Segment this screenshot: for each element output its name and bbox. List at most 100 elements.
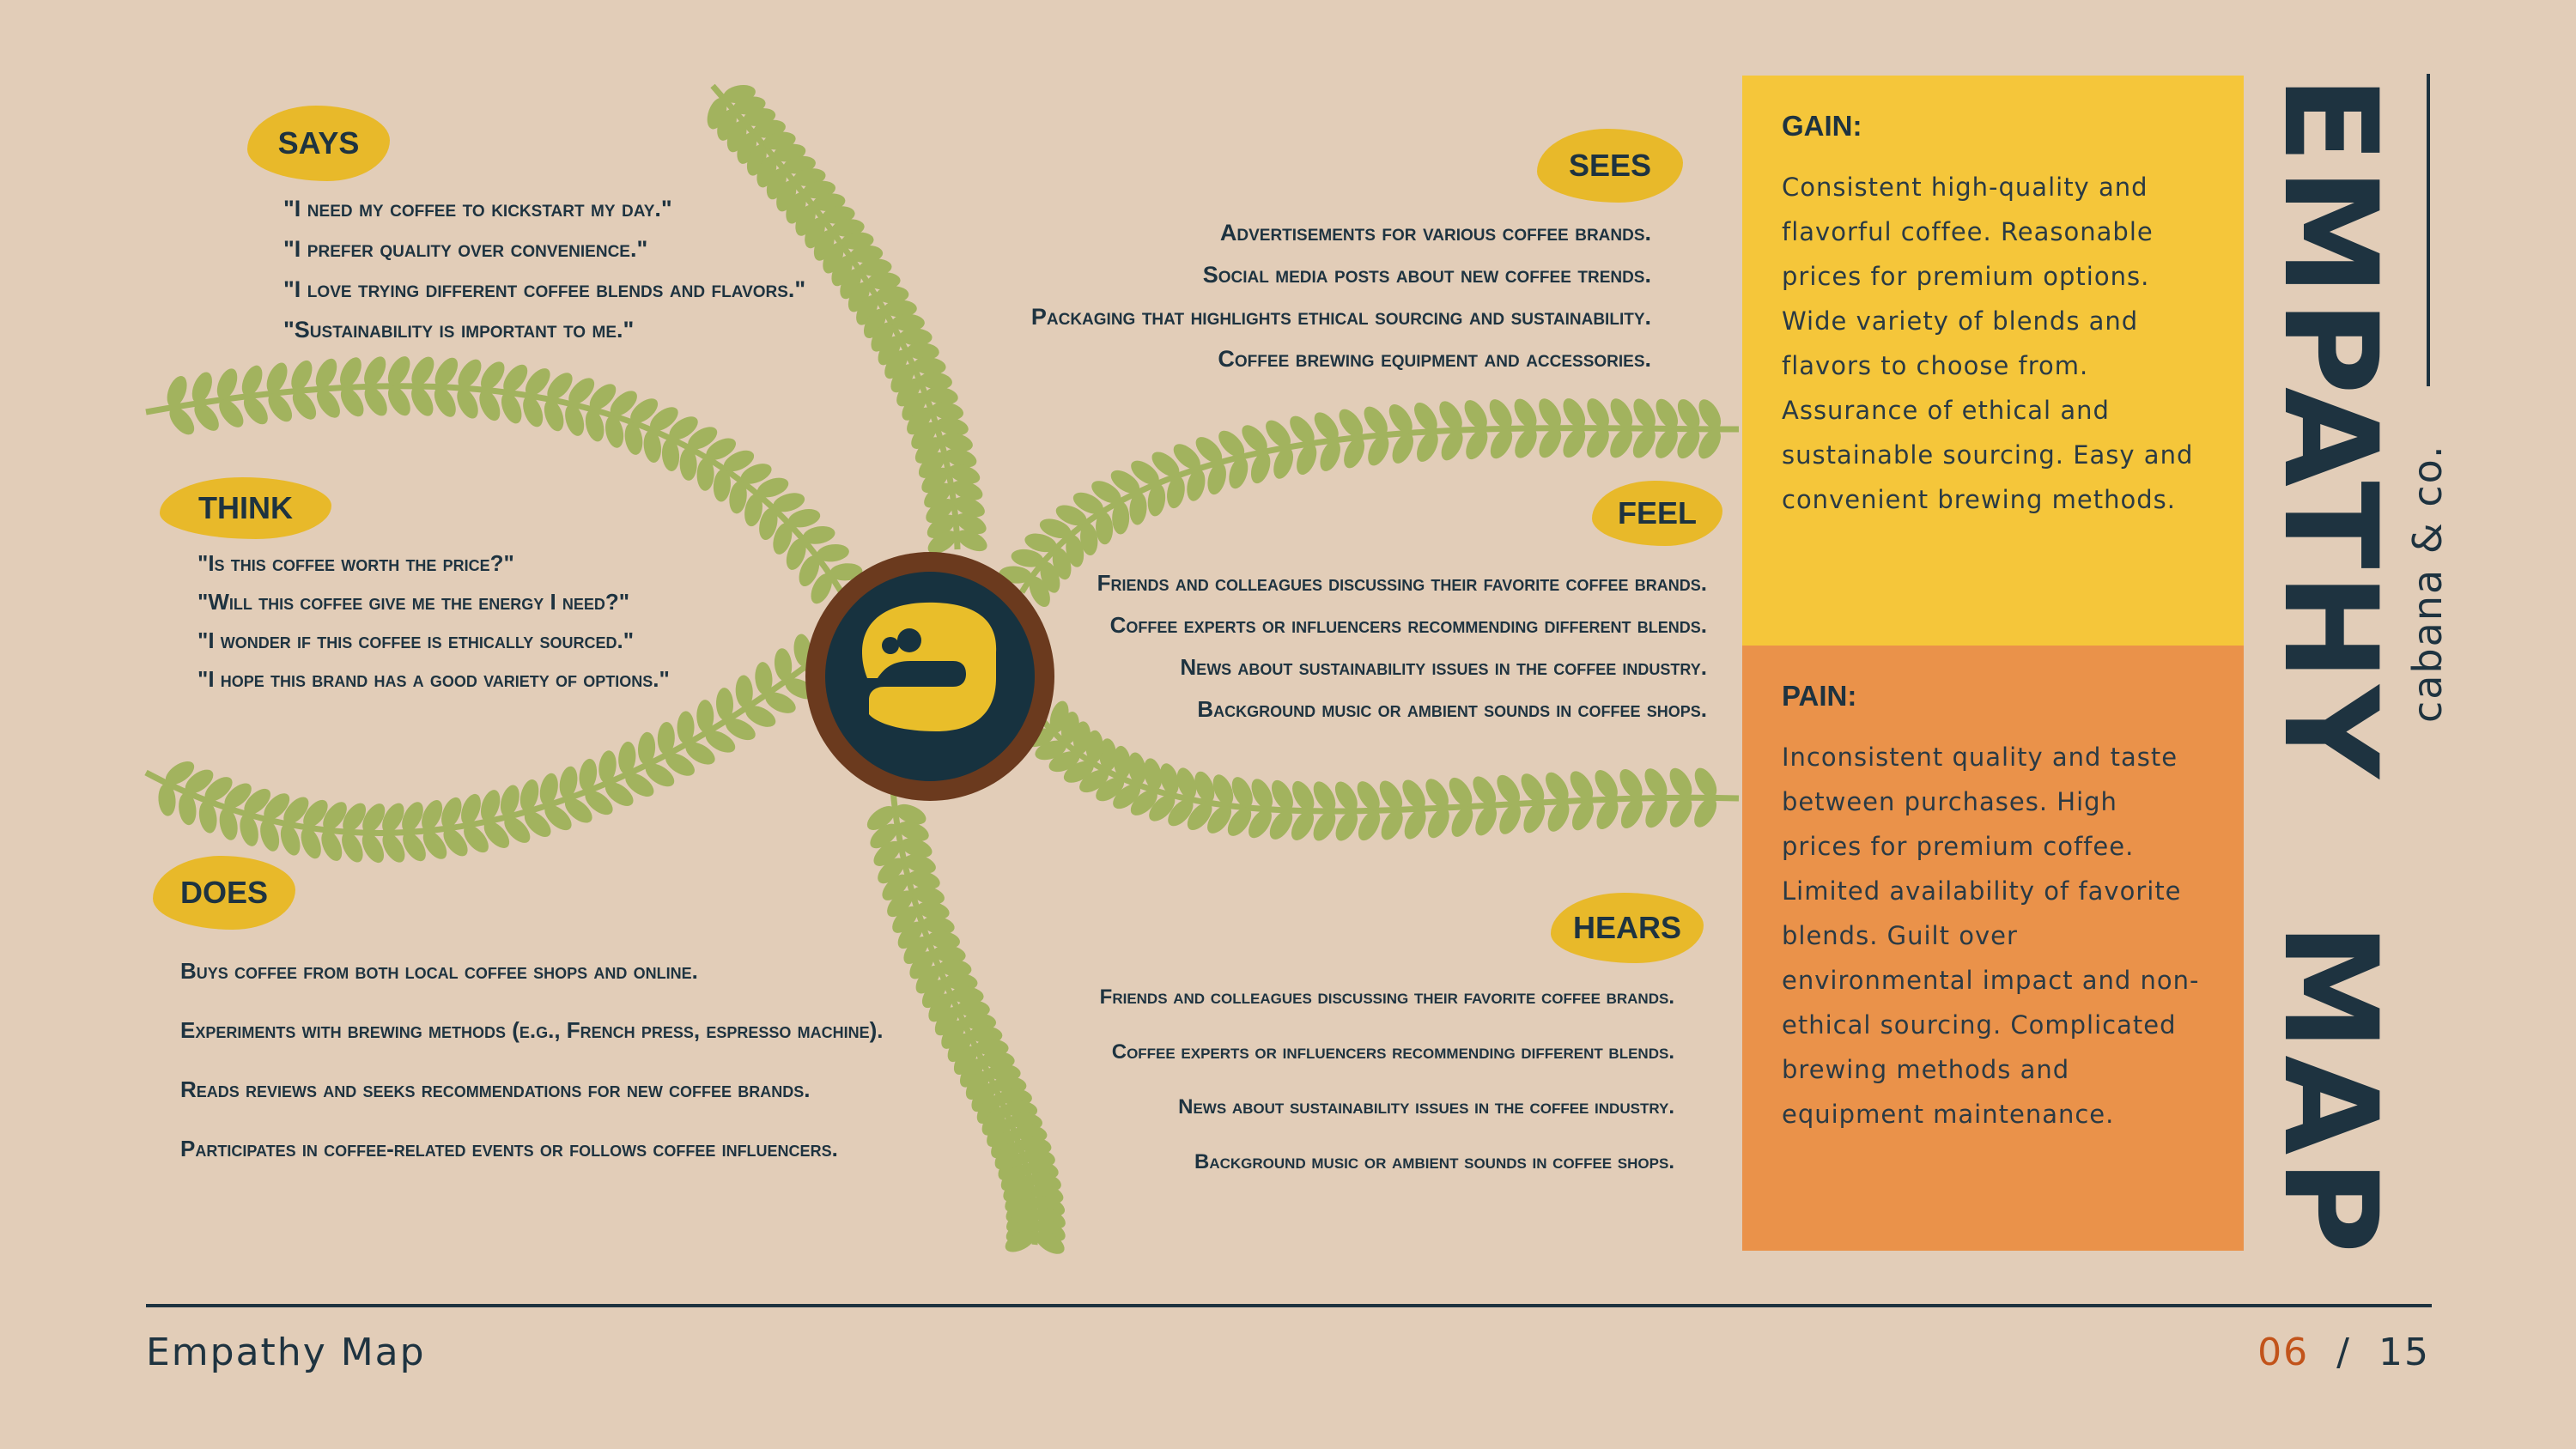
vine-leaf xyxy=(194,403,219,431)
vine-leaf xyxy=(458,359,482,389)
vine-leaf xyxy=(589,384,617,410)
vine-leaf xyxy=(897,921,923,949)
vine-leaf xyxy=(685,742,715,765)
vine-leaf xyxy=(524,810,551,837)
vine-leaf xyxy=(316,389,340,418)
vine-leaf xyxy=(1207,805,1232,834)
vine-branches xyxy=(144,83,1740,1254)
does-item: Buys coffee from both local coffee shops… xyxy=(180,958,698,984)
vine-leaf xyxy=(625,773,654,797)
vine-leaf xyxy=(740,464,772,484)
vine-leaf xyxy=(539,773,558,806)
feel-item: Coffee experts or influencers recommendi… xyxy=(1109,612,1707,638)
vine-leaf xyxy=(1521,773,1545,803)
vine-leaf xyxy=(525,368,550,397)
vine-leaf xyxy=(907,407,933,435)
vine-leaf xyxy=(850,245,884,264)
vine-leaf xyxy=(1694,767,1717,798)
feel-item: News about sustainability issues in the … xyxy=(1180,654,1707,680)
footer-divider xyxy=(146,1304,2432,1307)
vine-leaf xyxy=(1271,779,1293,810)
vine-leaf xyxy=(158,783,176,816)
vine-leaf xyxy=(1655,428,1678,458)
vine-leaf xyxy=(1313,781,1336,811)
vine-leaf xyxy=(856,294,878,325)
vine-leaf xyxy=(926,386,958,405)
vine-leaf xyxy=(1113,745,1131,779)
vine-leaf xyxy=(1451,806,1473,837)
vine-leaf xyxy=(1417,431,1438,462)
vine-leaf xyxy=(1113,784,1141,809)
vine-leaf xyxy=(292,391,317,420)
vine-leaf xyxy=(340,387,364,417)
vine-leaf xyxy=(1112,501,1130,535)
vine-stem xyxy=(710,83,961,550)
vine-leaf xyxy=(773,523,793,555)
vine-leaf xyxy=(501,392,522,424)
vine-leaf xyxy=(422,830,447,859)
vine-leaf xyxy=(887,890,914,918)
vine-leaf xyxy=(1388,404,1413,433)
vine-leaf xyxy=(927,530,957,554)
vine-leaf xyxy=(1096,512,1114,545)
vine-leaf xyxy=(940,433,973,452)
vine-leaf xyxy=(927,931,961,949)
vine-leaf xyxy=(1029,576,1050,608)
vine-leaf xyxy=(411,386,434,416)
vine-leaf xyxy=(991,1130,1016,1159)
vine-leaf xyxy=(260,819,280,852)
vine-leaf xyxy=(519,779,539,812)
vine-leaf xyxy=(706,438,737,460)
vine-leaf xyxy=(1515,428,1537,458)
vine-leaf xyxy=(315,358,337,390)
vine-leaf xyxy=(976,1094,1001,1124)
vine-leaf xyxy=(303,799,328,828)
vine-leaf xyxy=(1130,790,1157,815)
vine-leaf xyxy=(1669,797,1692,828)
says-item: "I need my coffee to kickstart my day." xyxy=(283,196,672,221)
vine-leaf xyxy=(1335,810,1358,841)
vine-leaf xyxy=(744,494,762,527)
vine-leaf xyxy=(1475,805,1498,836)
vine-leaf xyxy=(1644,768,1668,798)
vine-leaf xyxy=(786,538,806,570)
vine-leaf xyxy=(1669,767,1692,798)
vine-leaf xyxy=(677,711,695,744)
vine-leaf xyxy=(291,360,313,391)
vine-leaf xyxy=(585,790,613,815)
vine-leaf xyxy=(696,458,714,491)
vine-leaf xyxy=(831,219,865,237)
vine-leaf xyxy=(1539,427,1562,458)
brand-name: cabana & co. xyxy=(2404,444,2451,723)
vine-leaf xyxy=(321,830,343,861)
vine-leaf xyxy=(765,692,796,713)
vine-leaf xyxy=(1168,798,1194,827)
vine-leaf xyxy=(630,398,659,423)
vine-leaf xyxy=(1645,797,1668,828)
vine-leaf xyxy=(891,313,925,331)
vine-leaf xyxy=(933,945,966,963)
page-current: 06 xyxy=(2257,1331,2310,1374)
vine-leaf xyxy=(878,336,902,366)
vine-leaf xyxy=(745,706,776,727)
pain-text: Inconsistent quality and taste between p… xyxy=(1782,743,2200,1129)
vine-leaf xyxy=(723,450,755,472)
vine-leaf xyxy=(1499,803,1522,834)
vine-leaf xyxy=(1427,808,1449,839)
vine-leaf xyxy=(1570,771,1594,801)
vine-leaf xyxy=(443,828,468,857)
vine-leaf xyxy=(387,356,410,386)
vine-leaf xyxy=(1292,780,1315,811)
sees-item: Coffee brewing equipment and accessories… xyxy=(1218,346,1651,372)
vine-leaf xyxy=(822,206,855,224)
vine-leaf xyxy=(1049,700,1069,733)
vine-leaf xyxy=(912,886,945,905)
vine-leaf xyxy=(481,361,505,391)
vine-leaf xyxy=(1079,769,1109,793)
vine-leaf xyxy=(924,482,952,508)
vine-leaf xyxy=(688,427,718,450)
vine-stem xyxy=(145,383,844,594)
vine-leaf xyxy=(1249,809,1272,839)
vine-leaf xyxy=(841,232,874,250)
does-item: Reads reviews and seeks recommendations … xyxy=(180,1076,811,1102)
